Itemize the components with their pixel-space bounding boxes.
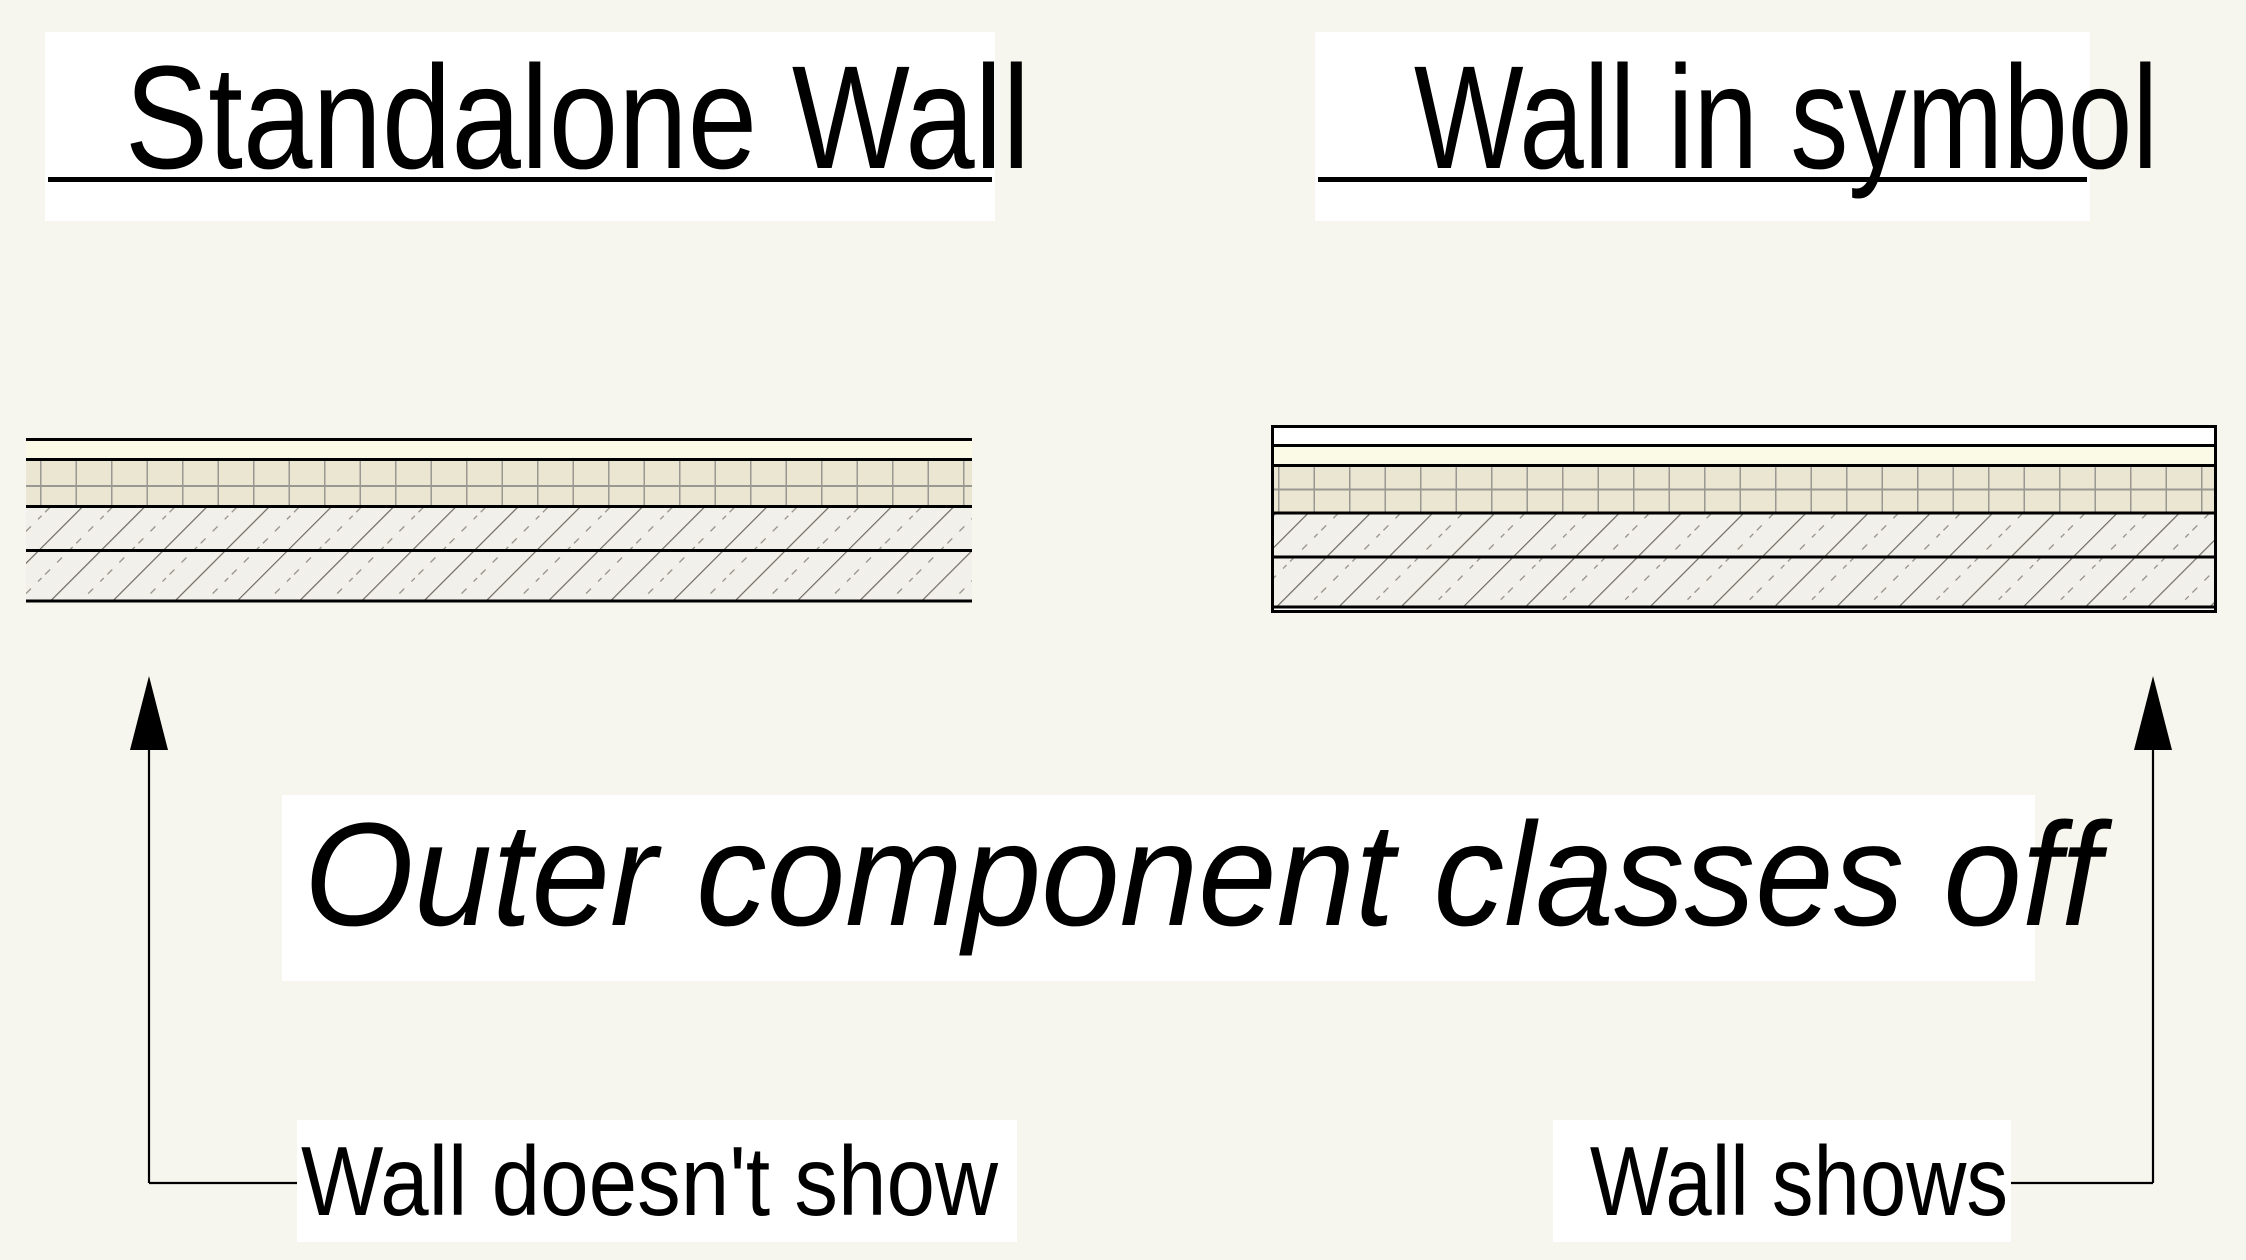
caption-box: Outer component classes off [282,795,2100,981]
label-wall-shows-text: Wall shows [1589,1126,2009,1236]
title-wall-in-symbol-text: Wall in symbol [1315,32,2158,198]
right-leader-arrow [2011,676,2172,1185]
title-standalone-wall: Standalone Wall [45,32,1030,221]
label-wall-doesnt-show: Wall doesn't show [297,1120,1017,1242]
title-underline-left [48,177,992,182]
title-wall-in-symbol: Wall in symbol [1315,32,2158,221]
wall-in-symbol-drawing [1271,425,2217,613]
title-wall-in-symbol-label: Wall in symbol [1413,36,2159,200]
left-leader-arrow [130,676,299,1185]
diagonal-hatch-lines-2 [1274,558,2214,606]
cream-finish-layer [26,441,972,459]
cream-finish-layer [1274,447,2214,465]
arrowhead-up-icon [130,676,168,750]
caption-label: Outer component classes off [304,793,2101,957]
label-text: Wall shows [1553,1120,2011,1242]
label-wall-shows: Wall shows [1553,1120,2011,1242]
diagonal-hatch-lines-2 [26,552,972,600]
standalone-wall-drawing [26,438,972,603]
diagonal-hatch-lines-1 [1274,514,2214,556]
caption-text: Outer component classes off [282,795,2100,955]
title-standalone-wall-text: Standalone Wall [45,32,1030,198]
arrowhead-up-icon [2134,676,2172,750]
diagonal-hatch-lines-1 [26,508,972,550]
masonry-grid-verticals [26,461,972,506]
label-text: Wall doesn't show [297,1120,1017,1242]
title-standalone-wall-label: Standalone Wall [124,36,1031,200]
title-underline-right [1318,177,2087,182]
label-wall-doesnt-show-text: Wall doesn't show [301,1126,998,1236]
